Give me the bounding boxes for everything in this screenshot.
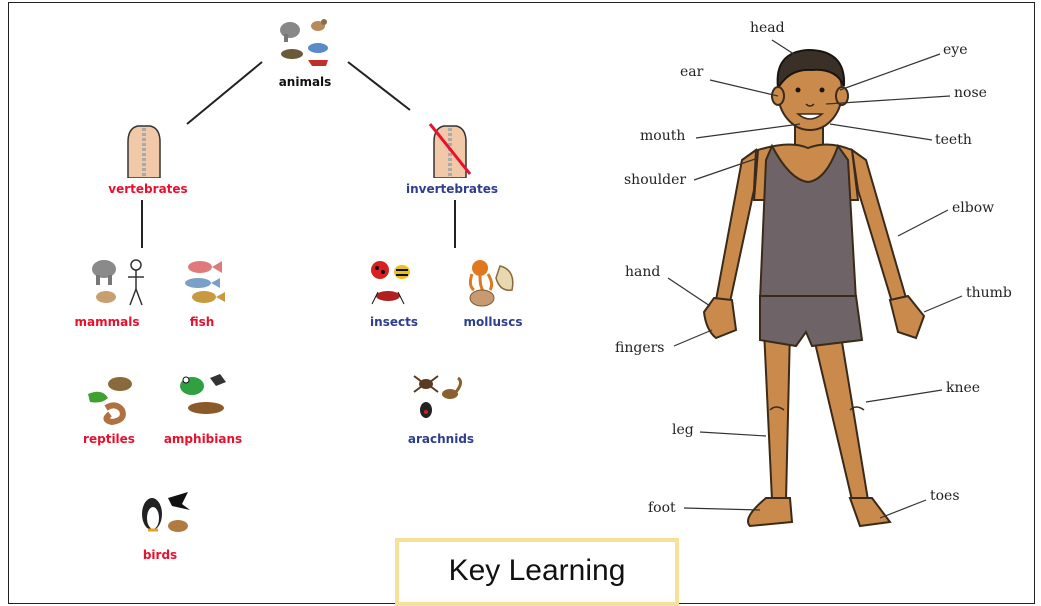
body-label-foot: foot [648, 500, 676, 516]
body-label-nose: nose [954, 85, 987, 101]
body-label-hand: hand [625, 264, 660, 280]
body-label-knee: knee [946, 380, 980, 396]
key-learning-box: Key Learning [395, 538, 679, 606]
body-label-mouth: mouth [640, 128, 685, 144]
body-label-fingers: fingers [615, 340, 664, 356]
key-learning-title: Key Learning [399, 554, 675, 588]
body-label-toes: toes [930, 488, 960, 504]
boy-body-illustration [0, 0, 1041, 582]
body-label-eye: eye [943, 42, 967, 58]
body-label-shoulder: shoulder [624, 172, 686, 188]
body-label-teeth: teeth [935, 132, 972, 148]
body-label-thumb: thumb [966, 285, 1012, 301]
body-label-ear: ear [680, 64, 703, 80]
body-label-elbow: elbow [952, 200, 994, 216]
body-label-leg: leg [672, 422, 694, 438]
body-label-head: head [750, 20, 785, 36]
